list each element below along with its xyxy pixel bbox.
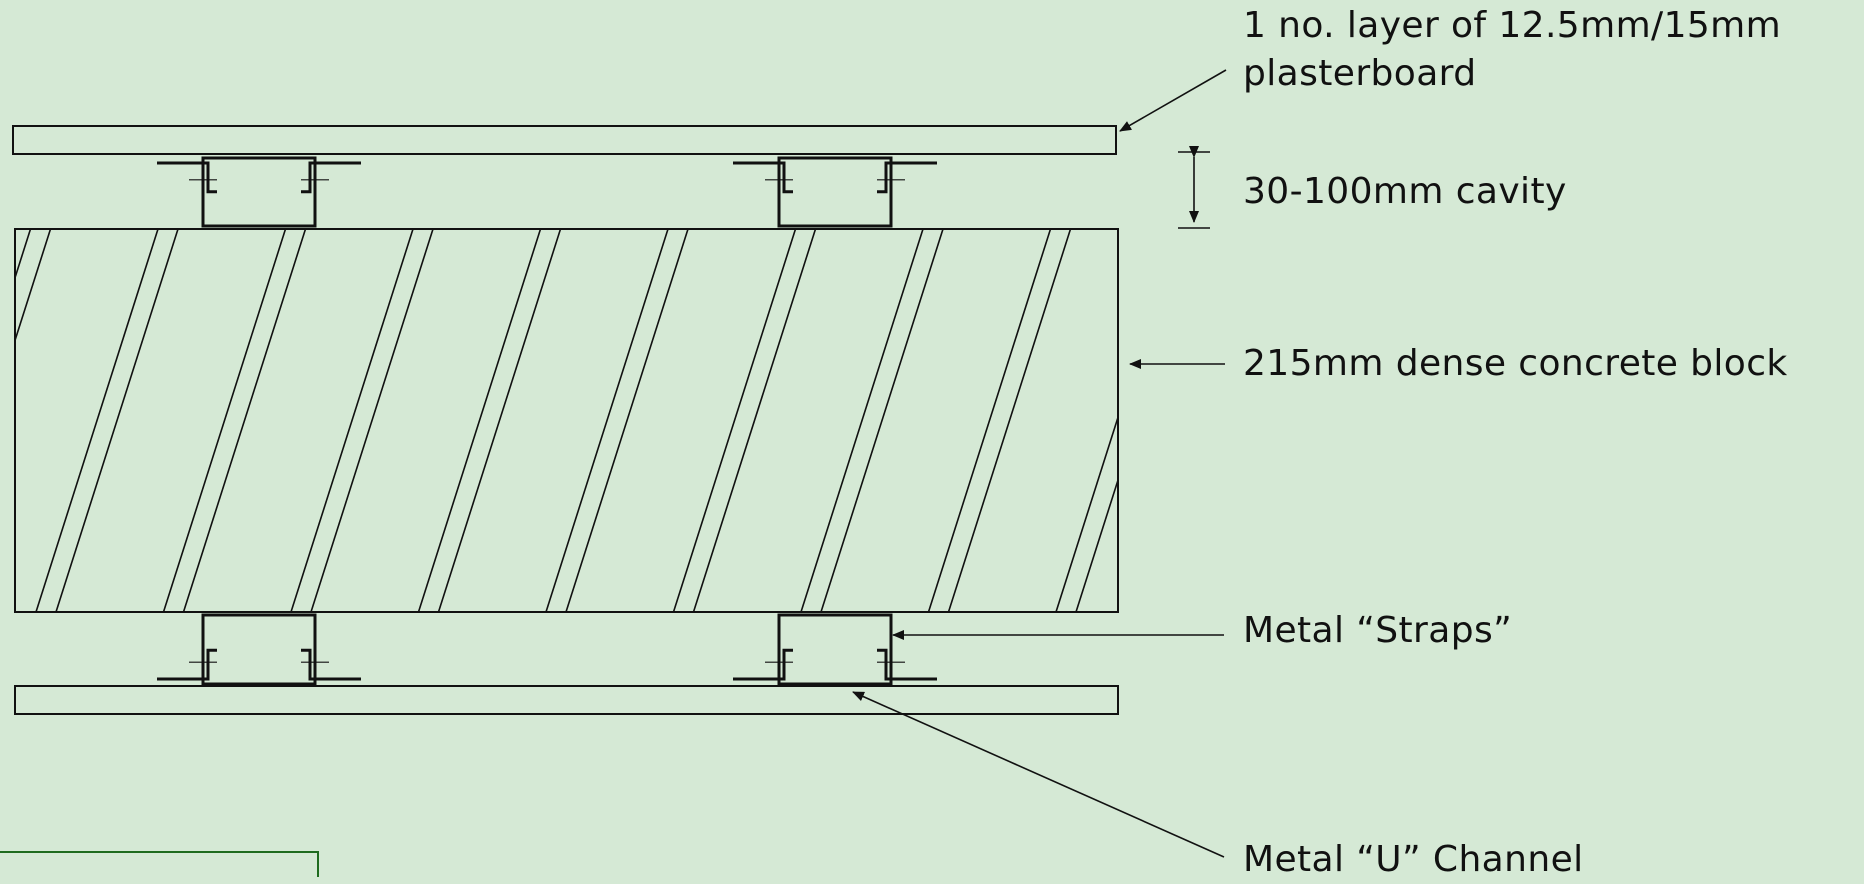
hatch-line: [14, 228, 52, 341]
metal-strap: [157, 161, 217, 194]
hatch-line: [162, 228, 287, 613]
hatch-line: [35, 228, 159, 613]
bottom-channel: [157, 613, 361, 686]
plasterboard-label-line1: 1 no. layer of 12.5mm/15mm: [1243, 5, 1782, 46]
bottom-channel: [733, 613, 937, 686]
metal-strap: [157, 648, 217, 681]
concrete-hatching: [14, 228, 1119, 613]
plasterboard-label: 1 no. layer of 12.5mm/15mm plasterboard: [1243, 2, 1781, 98]
cavity-label: 30-100mm cavity: [1243, 171, 1567, 212]
plasterboard-leader: [1119, 69, 1227, 132]
metal-strap: [877, 161, 937, 194]
u-channel-leader: [852, 691, 1225, 858]
hatch-line: [310, 228, 434, 613]
hatch-line: [417, 228, 542, 613]
top-plasterboard: [12, 125, 1117, 155]
channel-group: [157, 156, 937, 686]
hatch-line: [820, 228, 944, 613]
metal-strap: [301, 161, 361, 194]
hatch-line: [55, 228, 179, 613]
hatch-line: [692, 228, 817, 613]
inset-frame: [0, 851, 319, 877]
u-channel-body: [201, 156, 317, 228]
concrete-block-label: 215mm dense concrete block: [1243, 343, 1788, 384]
plasterboard-label-line2: plasterboard: [1243, 53, 1477, 94]
u-channel-body: [201, 613, 317, 686]
cavity-dimension: [1178, 146, 1210, 229]
metal-strap: [733, 648, 793, 681]
metal-strap: [733, 161, 793, 194]
u-channel-body: [777, 156, 893, 228]
hatch-line: [672, 228, 797, 613]
hatch-line: [545, 228, 669, 613]
hatch-line: [182, 228, 307, 613]
concrete-block: [14, 228, 1119, 613]
hatch-line: [565, 228, 689, 613]
hatch-line: [800, 228, 924, 613]
hatch-line: [290, 228, 414, 613]
hatch-line: [1055, 417, 1119, 613]
top-channel: [157, 156, 361, 228]
u-channel-body: [777, 613, 893, 686]
hatch-line: [927, 228, 1052, 613]
hatch-line: [14, 228, 32, 278]
bottom-plasterboard: [14, 685, 1119, 715]
metal-strap: [301, 648, 361, 681]
metal-straps-label: Metal “Straps”: [1243, 610, 1513, 651]
top-channel: [733, 156, 937, 228]
hatch-line: [947, 228, 1072, 613]
metal-u-channel-label: Metal “U” Channel: [1243, 839, 1584, 880]
hatch-line: [437, 228, 562, 613]
hatch-line: [1075, 479, 1119, 613]
metal-strap: [877, 648, 937, 681]
